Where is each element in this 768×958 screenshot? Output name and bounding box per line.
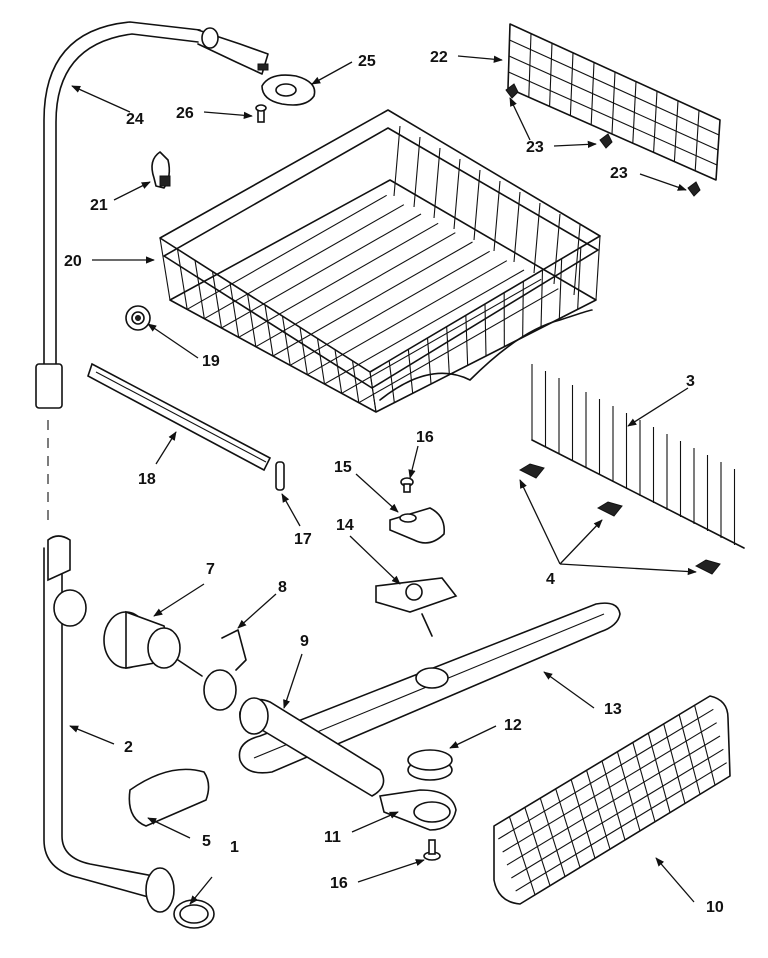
part-22-wire-panel (507, 23, 721, 181)
part-17-track-stop (275, 461, 285, 491)
part-10-silverware-basket (493, 695, 731, 905)
callout-19: 19 (202, 353, 220, 370)
callout-13: 13 (604, 701, 622, 718)
callout-24: 24 (126, 111, 144, 128)
leader-lines (69, 55, 697, 905)
callout-7: 7 (206, 561, 215, 578)
part-11-manifold-hub (379, 789, 457, 831)
part-16-screw-lower (423, 839, 441, 861)
part-23-clips (505, 83, 701, 197)
callout-2: 2 (124, 739, 133, 756)
callout-25: 25 (358, 53, 376, 70)
part-19-rack-wheel (125, 305, 151, 331)
callout-3: 3 (686, 373, 695, 390)
callout-11: 11 (324, 829, 341, 846)
part-4-clips (518, 463, 721, 575)
callout-10: 10 (706, 899, 724, 916)
callout-22: 22 (430, 49, 448, 66)
callout-17: 17 (294, 531, 312, 548)
callout-5: 5 (202, 833, 211, 850)
callout-23-b: 23 (610, 165, 628, 182)
part-18-rack-track (87, 362, 272, 472)
part-25-tube-clip (257, 63, 316, 106)
part-21-rack-clip (151, 151, 171, 189)
part-9-conduit (239, 697, 385, 797)
callout-9: 9 (300, 633, 309, 650)
part-12-seal-ring (407, 749, 453, 781)
part-5-clamp (128, 768, 210, 827)
callout-15: 15 (334, 459, 352, 476)
part-2-supply-tube (43, 535, 175, 913)
callout-18: 18 (138, 471, 156, 488)
part-14-spray-arm-mount (375, 577, 458, 637)
part-7-housing (103, 610, 181, 669)
callout-14: 14 (336, 517, 354, 534)
callout-8: 8 (278, 579, 287, 596)
part-16-screw-upper (400, 477, 414, 493)
callout-1: 1 (230, 839, 239, 856)
callout-16-upper: 16 (416, 429, 434, 446)
callout-4: 4 (546, 571, 555, 588)
callout-16-lower: 16 (330, 875, 348, 892)
callout-12: 12 (504, 717, 522, 734)
part-3-wire-panel (531, 364, 745, 549)
callout-labels: 1 2 3 4 5 7 8 9 10 11 12 13 14 15 16 16 … (64, 49, 724, 916)
part-20-upper-rack (159, 109, 601, 413)
part-8-bracket (177, 629, 247, 711)
callout-23-a: 23 (526, 139, 544, 156)
callout-26: 26 (176, 105, 194, 122)
part-1-o-ring (173, 899, 215, 929)
callout-21: 21 (90, 197, 108, 214)
callout-20: 20 (64, 253, 82, 270)
part-15-bearing (389, 507, 446, 544)
part-26-screw (255, 104, 267, 123)
